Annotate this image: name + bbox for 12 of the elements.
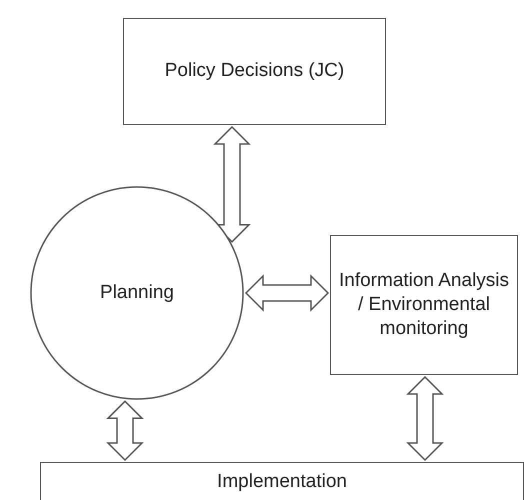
double-arrow xyxy=(106,400,144,462)
double-arrow xyxy=(244,274,330,312)
node-label: Policy Decisions (JC) xyxy=(164,59,344,84)
information-box xyxy=(330,235,518,375)
double-arrow xyxy=(406,376,444,462)
planning-circle xyxy=(30,186,244,400)
implementation-box xyxy=(40,462,524,500)
policy-box xyxy=(123,18,386,125)
node-label: Information Analysis / Environmental monitoring xyxy=(338,269,510,341)
node-label: Implementation xyxy=(217,470,347,494)
double-arrow xyxy=(213,126,251,243)
node-label: Planning xyxy=(100,280,174,305)
